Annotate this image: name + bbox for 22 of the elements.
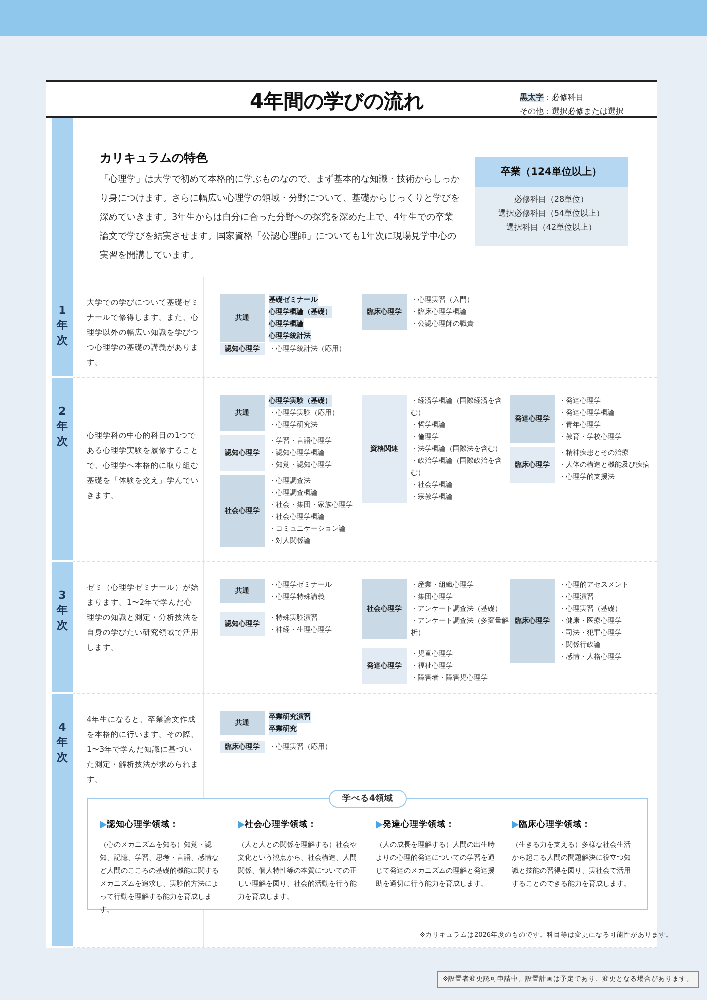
credit-text: 選択必修科目（54単位以上） [497, 208, 606, 220]
page-title: 4年間の学びの流れ [250, 88, 424, 115]
year-row [52, 277, 657, 378]
domain-heading: 社会心理学領域： [245, 819, 317, 831]
year-label: 3年次 [52, 562, 73, 694]
domain-heading: 認知心理学領域： [107, 819, 179, 831]
credit-text: 選択科目（42単位以上） [505, 222, 598, 234]
intro-paragraph: 「心理学」は大学で初めて本格的に学ぶものなので、まず基本的な知識・技術からしっかり身につけます。さらに幅広い心理学の領域・分野について、基礎からじっくりと学びを深めていきます。3年生からは自分に合った分野への探究を深めた上で、4年生での卒業論文で学びを結実させます。国家資格「公認心理師」についても1年次に現場見学中心の実習を開講しています。 [100, 174, 460, 263]
domain-heading: 発達心理学領域： [383, 819, 455, 831]
year-label: 4年次 [52, 694, 73, 948]
section-heading: カリキュラムの特色 [100, 150, 209, 167]
legend-text: その他：選択必修または選択 [520, 106, 624, 117]
section-tab: 学べる4領域 [329, 790, 407, 808]
card-heading: 卒業（124単位以上） [475, 157, 628, 187]
legend-text: 黒太字：必修科目 [520, 92, 584, 103]
domain-heading: 臨床心理学領域： [519, 819, 591, 831]
year-label: 2年次 [52, 378, 73, 562]
year-label: 1年次 [52, 277, 73, 378]
graduation-card [475, 157, 628, 246]
year-row [52, 562, 657, 694]
year-row [52, 378, 657, 562]
credit-text: 必修科目（28単位） [513, 194, 590, 206]
